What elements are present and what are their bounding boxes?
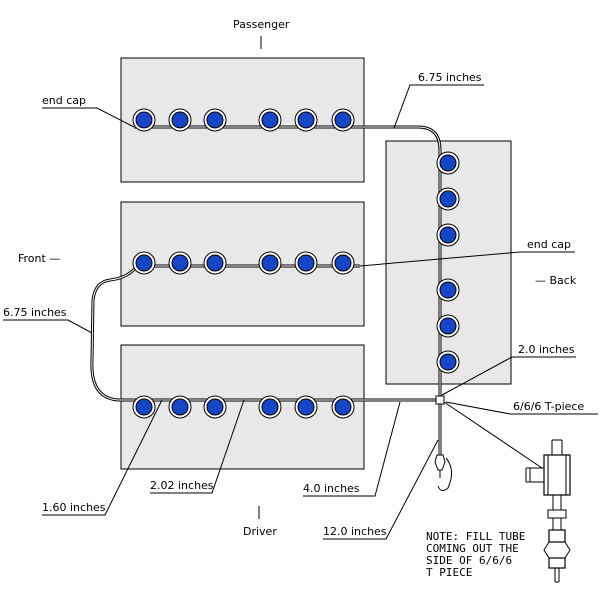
battery-cell: [436, 278, 460, 302]
length-label-40: 4.0 inches: [303, 482, 360, 495]
fill-nozzle-icon: [434, 454, 452, 492]
battery-cell: [258, 395, 282, 419]
length-label-202: 2.02 inches: [150, 479, 214, 492]
length-leader-160: [42, 399, 163, 516]
battery-cell: [331, 251, 355, 275]
battery-cell: [436, 314, 460, 338]
note-line-4: T PIECE: [426, 566, 472, 579]
driver-label: Driver: [243, 525, 277, 538]
battery-cell: [436, 350, 460, 374]
battery-cell: [132, 251, 156, 275]
fill-tube-route: [90, 125, 442, 455]
t-piece-junction: [435, 395, 445, 405]
t-piece-detail-icon: [525, 439, 571, 583]
t-piece-label: 6/6/6 T-piece: [513, 400, 584, 413]
t-piece-leader-detail: [443, 401, 543, 469]
length-leader-120: [323, 439, 439, 540]
rear-battery-box: [385, 140, 512, 385]
battery-cell: [436, 223, 460, 247]
front-label: Front —: [18, 252, 60, 265]
battery-cell: [203, 251, 227, 275]
note-line-2: COMING OUT THE: [426, 542, 519, 555]
note-line-3: SIDE OF 6/6/6: [426, 554, 512, 567]
end-cap-label-right: end cap: [527, 238, 571, 251]
battery-cell: [168, 251, 192, 275]
length-label-120: 12.0 inches: [323, 525, 387, 538]
driver-cell-row: [132, 395, 355, 419]
battery-cell: [436, 151, 460, 175]
length-label-160: 1.60 inches: [42, 501, 106, 514]
note-line-1: NOTE: FILL TUBE: [426, 530, 525, 543]
passenger-cell-row: [132, 108, 355, 132]
length-leader-202: [150, 399, 245, 494]
length-leader-20: [441, 356, 576, 396]
passenger-battery-box: [120, 57, 365, 183]
end-cap-leader-right: [359, 251, 575, 267]
driver-battery-box: [120, 344, 365, 470]
back-label: — Back: [535, 274, 577, 287]
length-leader-675-top: [393, 84, 484, 129]
t-piece-leader: [445, 401, 598, 415]
rear-cell-column: [436, 151, 460, 374]
length-label-675-left: 6.75 inches: [3, 306, 67, 319]
end-cap-leader-top: [42, 107, 135, 128]
battery-cell: [331, 108, 355, 132]
battery-cell: [168, 108, 192, 132]
battery-cell: [331, 395, 355, 419]
battery-cell: [258, 251, 282, 275]
battery-cell: [132, 108, 156, 132]
battery-cell: [203, 395, 227, 419]
middle-battery-box: [120, 201, 365, 327]
battery-cell: [436, 187, 460, 211]
battery-cell: [203, 108, 227, 132]
battery-cell: [294, 395, 318, 419]
battery-cell: [294, 251, 318, 275]
end-cap-label-top: end cap: [42, 94, 86, 107]
battery-cell: [168, 395, 192, 419]
fill-tube-note: NOTE: FILL TUBE COMING OUT THE SIDE OF 6…: [426, 530, 525, 579]
length-label-675-top: 6.75 inches: [418, 71, 482, 84]
length-leader-40: [303, 401, 401, 497]
battery-cell: [132, 395, 156, 419]
middle-cell-row: [132, 251, 355, 275]
length-leader-675-left: [3, 319, 93, 334]
length-label-20: 2.0 inches: [518, 343, 575, 356]
battery-cell: [294, 108, 318, 132]
passenger-label: Passenger: [233, 18, 290, 31]
battery-cell: [258, 108, 282, 132]
